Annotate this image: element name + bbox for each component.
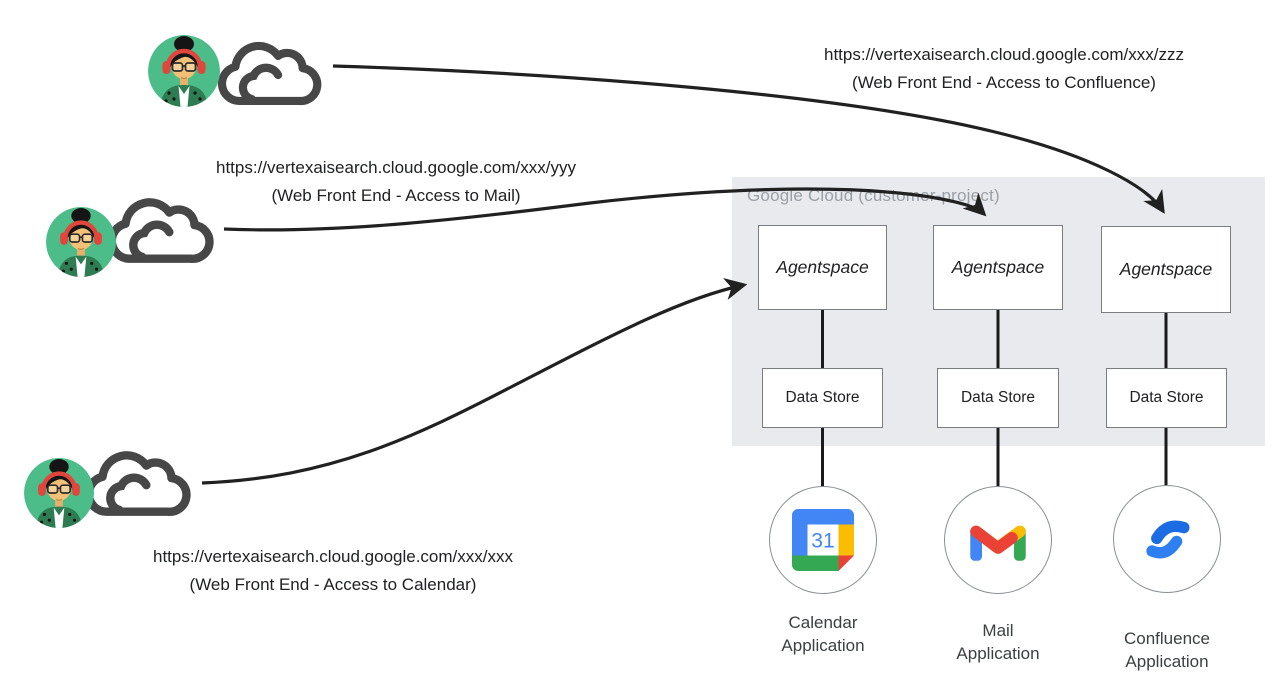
datastore-box-confluence: Data Store <box>1106 368 1227 428</box>
cloud-icon <box>84 451 191 516</box>
cloud-icon <box>217 41 322 106</box>
mail-app-label: Mail Application <box>956 619 1039 665</box>
caption-text: (Web Front End - Access to Confluence) <box>852 73 1156 92</box>
gmail-icon <box>970 525 1026 561</box>
calendar-app-label: Calendar Application <box>781 611 864 657</box>
app-label-line1: Confluence <box>1123 629 1211 648</box>
caption-text: (Web Front End - Access to Calendar) <box>189 575 477 594</box>
user-avatar-icon <box>46 207 116 277</box>
arrow-calendar-access <box>201 277 748 485</box>
url-text: https://vertexaisearch.cloud.google.com/… <box>824 45 1184 64</box>
app-label-line1: Mail <box>982 621 1014 640</box>
confluence-icon <box>1146 520 1190 559</box>
datastore-box-mail: Data Store <box>937 368 1059 428</box>
datastore-label: Data Store <box>1129 389 1204 406</box>
app-label-line2: Application <box>1125 652 1209 671</box>
app-label-line1: Calendar <box>788 613 858 632</box>
arrow-confluence-access <box>332 64 1165 214</box>
panel-title: Google Cloud (customer-project) <box>747 186 1000 205</box>
user-group-confluence <box>148 28 338 114</box>
datastore-label: Data Store <box>785 389 860 406</box>
agentspace-box-confluence: Agentspace <box>1101 226 1231 313</box>
user-group-calendar <box>24 439 214 533</box>
mail-app-circle <box>944 486 1052 594</box>
agentspace-box-mail: Agentspace <box>933 225 1063 310</box>
agentspace-label: Agentspace <box>1119 259 1213 279</box>
user-avatar-icon <box>24 458 94 528</box>
user-avatar-icon <box>148 35 220 107</box>
mail-link-block: https://vertexaisearch.cloud.google.com/… <box>216 154 576 210</box>
arrow-mail-access <box>223 187 987 232</box>
user-group-mail <box>46 186 236 280</box>
confluence-link-block: https://vertexaisearch.cloud.google.com/… <box>824 41 1184 97</box>
google-calendar-icon: 31 <box>792 509 854 571</box>
agentspace-box-calendar: Agentspace <box>758 225 887 310</box>
calendar-link-block: https://vertexaisearch.cloud.google.com/… <box>153 543 513 599</box>
calendar-app-circle: 31 <box>769 486 877 594</box>
box-connectors <box>821 310 1168 488</box>
svg-text:31: 31 <box>811 529 834 552</box>
agentspace-label: Agentspace <box>776 257 869 277</box>
app-label-line2: Application <box>781 636 865 655</box>
app-label-line2: Application <box>956 644 1040 663</box>
confluence-app-label: Confluence Application <box>1124 627 1210 673</box>
url-text: https://vertexaisearch.cloud.google.com/… <box>153 547 513 566</box>
caption-text: (Web Front End - Access to Mail) <box>271 186 521 205</box>
datastore-label: Data Store <box>960 389 1036 406</box>
datastore-box-calendar: Data Store <box>762 368 883 428</box>
cloud-icon <box>107 198 214 263</box>
agentspace-label: Agentspace <box>951 257 1045 277</box>
confluence-app-circle <box>1113 485 1221 593</box>
url-text: https://vertexaisearch.cloud.google.com/… <box>216 158 576 177</box>
